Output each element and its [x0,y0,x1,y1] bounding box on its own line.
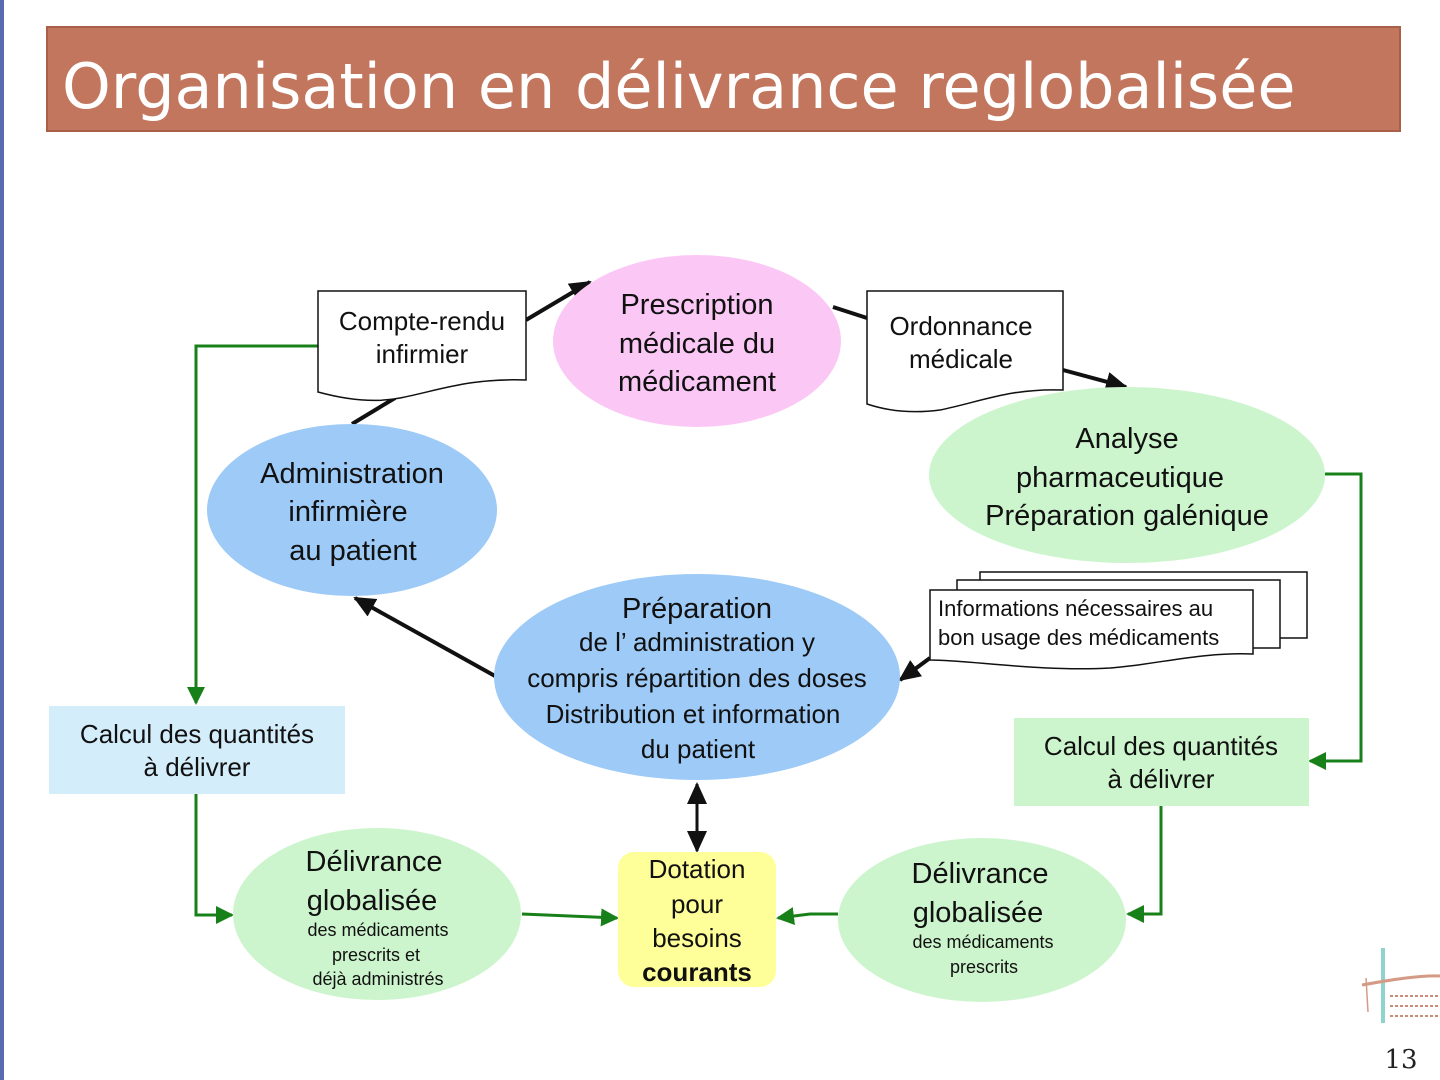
title-bar: Organisation en délivrance reglobalisée [46,26,1401,132]
label: Prescription [620,289,773,321]
black-connectors [350,280,1128,853]
label: besoins [652,923,742,953]
node-compte-rendu-document: Compte-rendu infirmier [317,290,527,402]
label: Préparation [622,593,772,625]
label: Délivrance [306,846,443,878]
node-delivrance-globalisee-left: Délivrance globalisée des médicaments pr… [233,828,521,1000]
node-analyse-pharmaceutique: Analyse pharmaceutique Préparation galén… [929,387,1325,563]
label: Administration [260,458,444,490]
label: Analyse [1075,423,1178,455]
label: compris répartition des doses [527,663,867,693]
label: Calcul des quantités [1044,731,1278,761]
label: Ordonnance [889,311,1032,341]
node-ordonnance-document: Ordonnance médicale [866,290,1064,413]
label: pharmaceutique [1016,462,1224,494]
label: médicale du [619,328,775,360]
label: pour [671,889,723,919]
label: infirmière [288,496,407,528]
left-edge-strip [0,0,4,1080]
label: Préparation galénique [985,500,1269,532]
label: bon usage des médicaments [938,625,1219,650]
label: Compte-rendu [339,306,505,336]
label: médicament [618,366,776,398]
label: des médicaments [912,932,1053,952]
node-delivrance-globalisee-right: Délivrance globalisée des médicaments pr… [838,838,1126,1002]
label: de l’ administration y [579,627,815,657]
node-administration-infirmiere: Administration infirmière au patient [207,424,497,596]
label: Calcul des quantités [80,719,314,749]
label: déjà administrés [312,969,443,989]
label: du patient [641,734,756,764]
label: au patient [289,535,416,567]
label: médicale [909,344,1013,374]
label: globalisée [913,897,1044,929]
green-connectors [187,344,1363,927]
node-calcul-quantites-right: Calcul des quantités à délivrer [1014,718,1309,806]
page-number: 13 [1384,1045,1417,1075]
label: des médicaments [307,920,448,940]
label: Dotation [649,854,746,884]
label: prescrits et [332,945,420,965]
label: Délivrance [912,858,1049,890]
node-informations-documents: Informations nécessaires au bon usage de… [929,571,1308,670]
label: Informations nécessaires au [938,596,1213,621]
node-prescription: Prescription médicale du médicament [553,255,841,427]
label: infirmier [376,339,469,369]
node-calcul-quantites-left: Calcul des quantités à délivrer [49,706,345,794]
label: globalisée [307,885,438,917]
label: à délivrer [1108,764,1215,794]
node-preparation-distribution: Préparation de l’ administration y compr… [494,574,900,780]
node-dotation-besoins-courants: Dotation pour besoins courants [618,852,776,987]
label: Distribution et information [546,699,841,729]
slide-title: Organisation en délivrance reglobalisée [62,50,1296,123]
hospital-logo [1361,948,1440,1023]
label: à délivrer [144,752,251,782]
label: prescrits [950,957,1018,977]
label: courants [642,957,752,987]
